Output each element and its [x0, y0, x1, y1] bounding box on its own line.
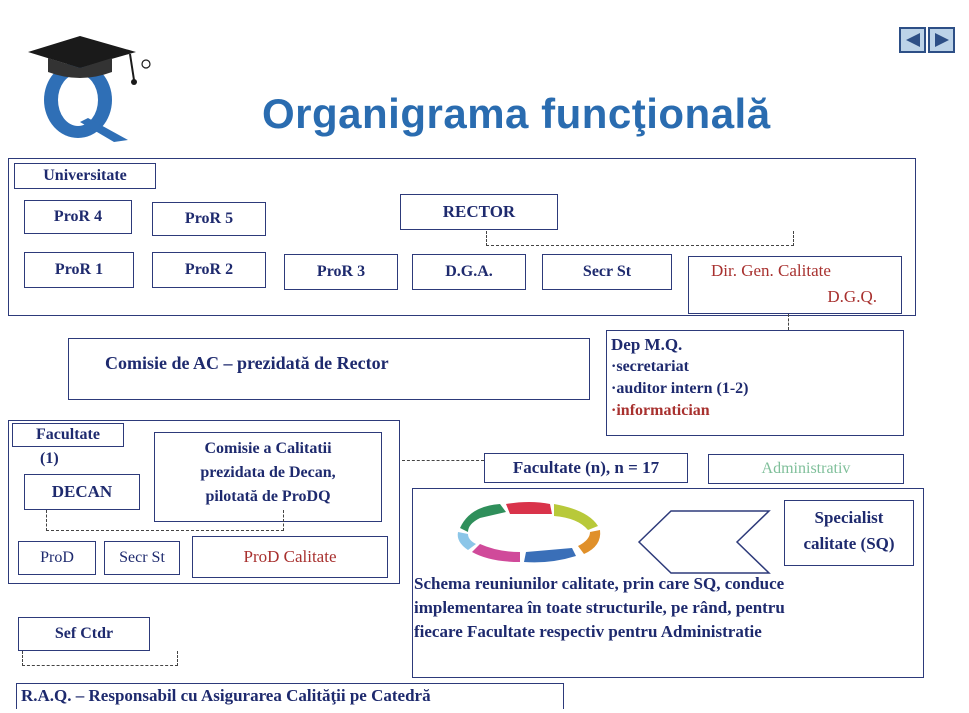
dgq-to-depmq-line: [788, 314, 789, 330]
dep-mq-item-informatician: ·informatician: [611, 402, 710, 419]
faculty-count: (1): [40, 450, 59, 467]
logo: [18, 22, 158, 142]
administrativ-box: Administrativ: [708, 454, 904, 484]
prod-box: ProD: [18, 541, 96, 575]
dep-mq-title: Dep M.Q.: [611, 335, 683, 354]
raq-box: R.A.Q. – Responsabil cu Asigurarea Calit…: [16, 683, 564, 709]
dep-mq-item-secretariat: ·secretariat: [611, 358, 689, 375]
prev-slide-button[interactable]: [899, 27, 926, 53]
page-title: Organigrama funcţională: [262, 90, 771, 137]
pror1-box: ProR 1: [24, 252, 134, 288]
scheme-text-line3: fiecare Facultate respectiv pentru Admin…: [414, 622, 762, 641]
pror4-box: ProR 4: [24, 200, 132, 234]
pror5-box: ProR 5: [152, 202, 266, 236]
dep-mq-item-auditor: ·auditor intern (1-2): [611, 380, 749, 397]
scheme-text: Schema reuniunilor calitate, prin care S…: [414, 572, 922, 644]
faculty-commission-line2: prezidata de Decan,: [200, 464, 336, 481]
faculty-commission-line3: pilotată de ProDQ: [205, 488, 331, 505]
arrow-right-icon: [934, 33, 949, 47]
dgq-box: Dir. Gen. Calitate D.G.Q.: [688, 256, 902, 314]
pror2-box: ProR 2: [152, 252, 266, 288]
chevron-left-icon: [637, 510, 771, 574]
faculty-secr-st-box: Secr St: [104, 541, 180, 575]
commission-ac-box: Comisie de AC – prezidată de Rector: [68, 338, 590, 400]
secr-st-box: Secr St: [542, 254, 672, 290]
dgq-line1: Dir. Gen. Calitate: [711, 261, 831, 280]
cycle-arrows-icon: [457, 502, 601, 563]
faculty-connector: [402, 460, 484, 461]
dep-mq-item-auditor-label: auditor intern (1-2): [616, 380, 749, 397]
scheme-frame: [412, 488, 924, 678]
logo-graphic: [28, 36, 151, 142]
specialist-line2: calitate (SQ): [803, 534, 895, 553]
scheme-text-line2: implementarea în toate structurile, pe r…: [414, 598, 785, 617]
pror3-box: ProR 3: [284, 254, 398, 290]
rector-connector: [486, 231, 794, 246]
chevron-graphic: [637, 509, 773, 575]
faculty-commission-line1: Comisie a Calitatii: [204, 440, 332, 457]
faculty-n-box: Facultate (n), n = 17: [484, 453, 688, 483]
next-slide-button[interactable]: [928, 27, 955, 53]
dep-mq-item-secretariat-label: secretariat: [616, 358, 689, 375]
sef-ctdr-connector: [22, 651, 178, 666]
meeting-cycle-graphic: [450, 498, 610, 566]
scheme-text-line1: Schema reuniunilor calitate, prin care S…: [414, 574, 785, 593]
rector-box: RECTOR: [400, 194, 558, 230]
arrow-left-icon: [905, 33, 920, 47]
dep-mq-item-informatician-label: informatician: [616, 402, 710, 419]
sef-ctdr-box: Sef Ctdr: [18, 617, 150, 651]
decan-box: DECAN: [24, 474, 140, 510]
faculty-frame: [8, 420, 400, 584]
specialist-box: Specialist calitate (SQ): [784, 500, 914, 566]
prod-calitate-box: ProD Calitate: [192, 536, 388, 578]
faculty-commission-box: Comisie a Calitatii prezidata de Decan, …: [154, 432, 382, 522]
dgq-line2: D.G.Q.: [827, 287, 877, 306]
dep-mq-box: Dep M.Q. ·secretariat ·auditor intern (1…: [606, 330, 904, 436]
specialist-line1: Specialist: [814, 508, 884, 527]
faculty-label: Facultate: [12, 423, 124, 447]
university-frame: [8, 158, 916, 316]
university-label: Universitate: [14, 163, 156, 189]
dga-box: D.G.A.: [412, 254, 526, 290]
decan-connector: [46, 510, 284, 531]
